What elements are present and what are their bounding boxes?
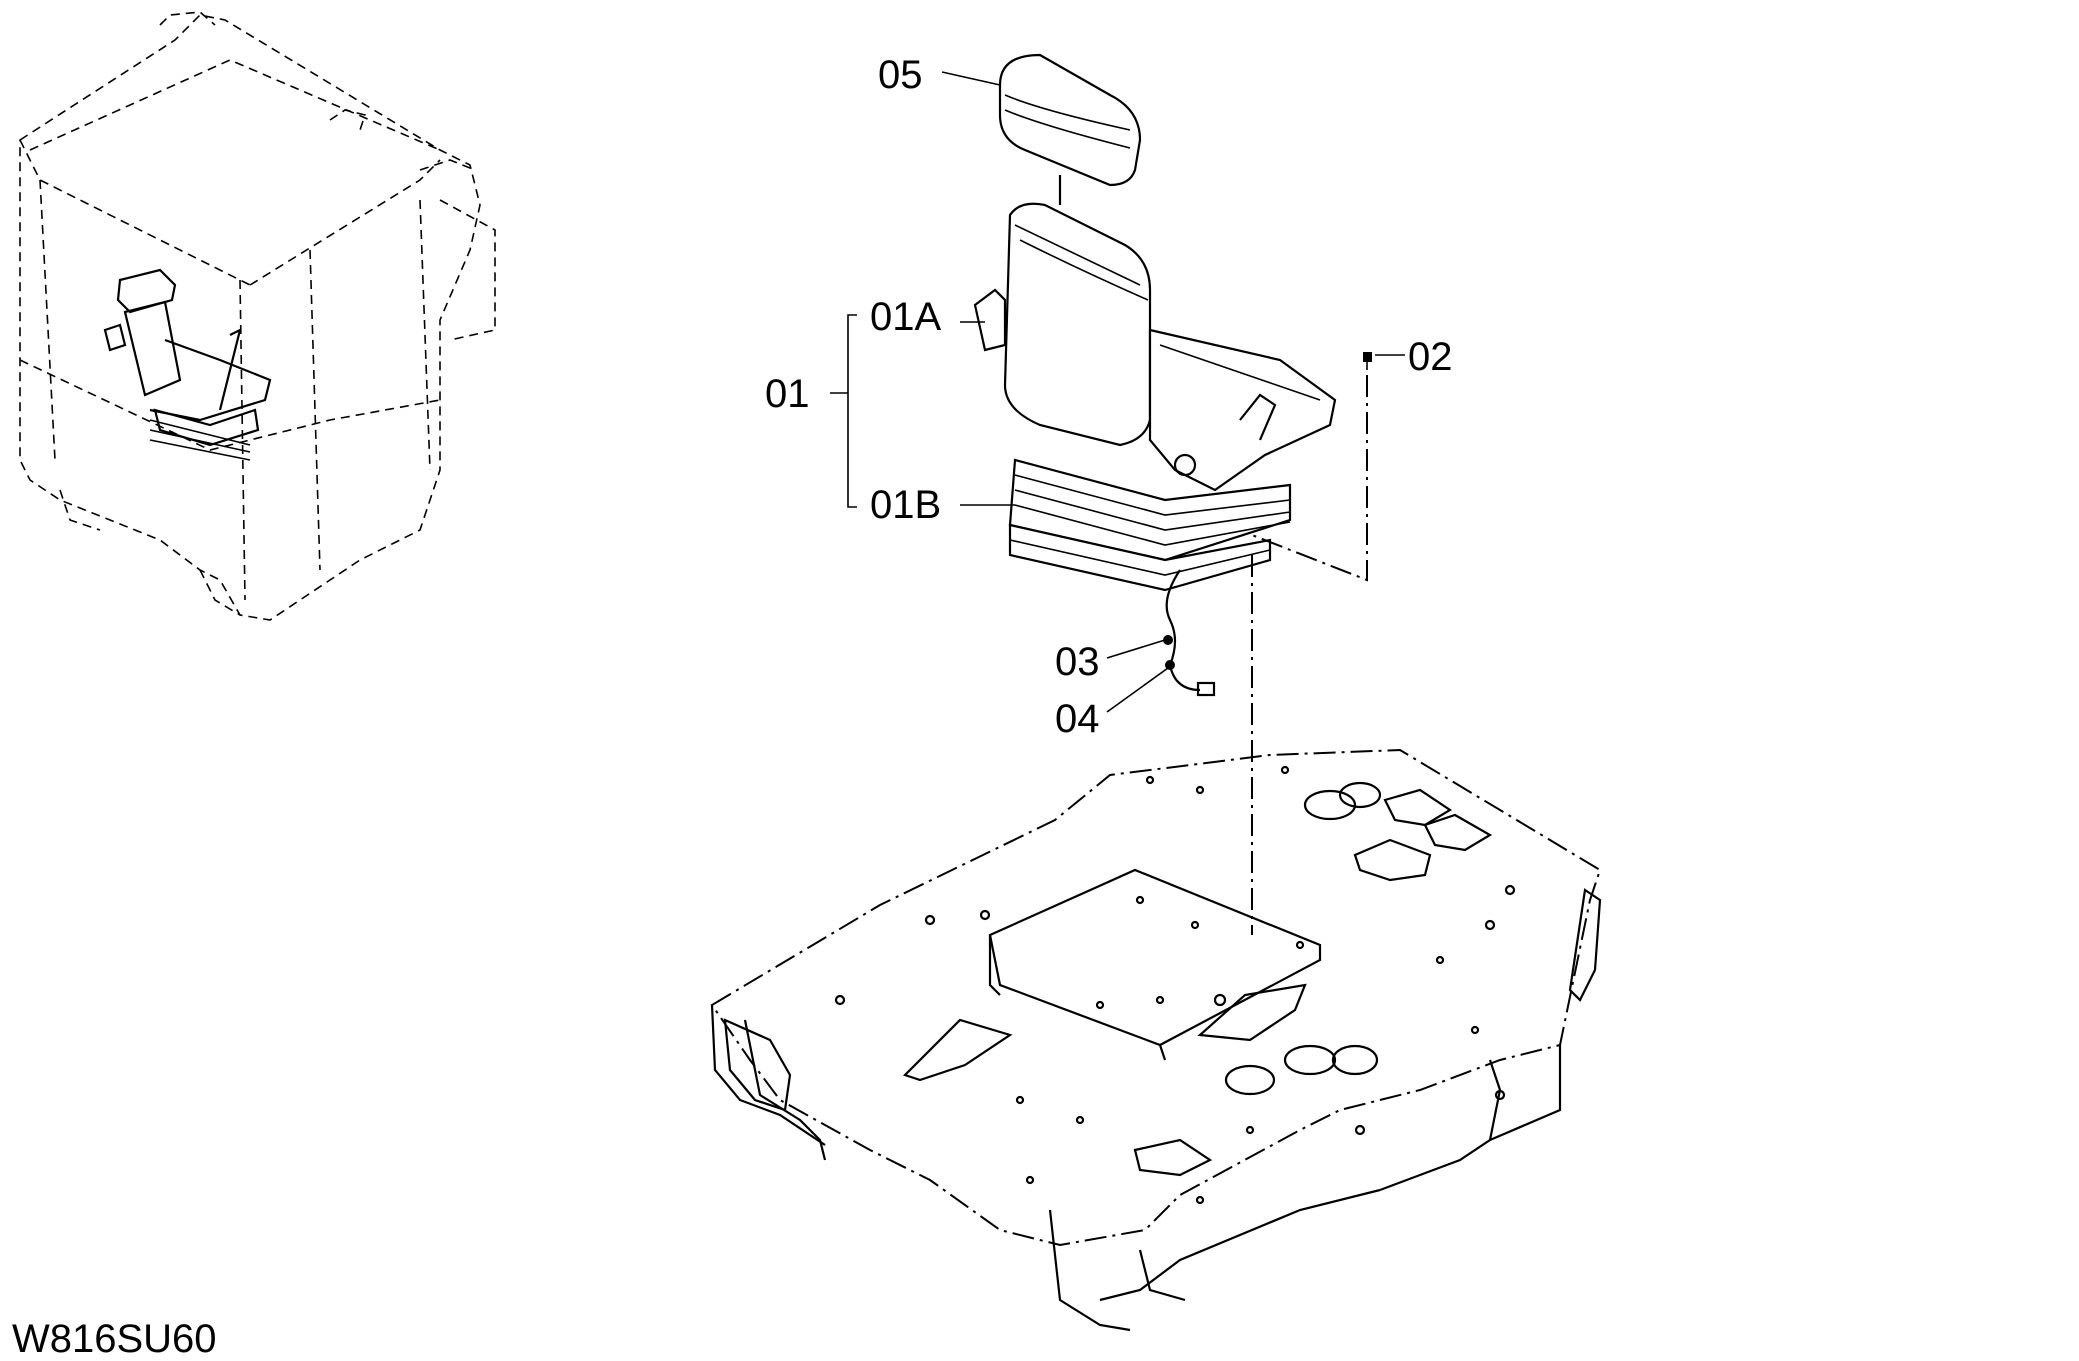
cab-seat-miniature bbox=[103, 268, 272, 461]
headrest-part bbox=[998, 53, 1142, 205]
bolt-part bbox=[1251, 352, 1372, 582]
callout-05: 05 bbox=[878, 53, 923, 97]
seat-assembly bbox=[973, 202, 1337, 697]
callout-leaders bbox=[830, 71, 1405, 713]
callout-01b: 01B bbox=[870, 483, 941, 527]
callout-01a: 01A bbox=[870, 295, 941, 339]
cab-reference-view bbox=[19, 11, 496, 621]
callout-02: 02 bbox=[1408, 335, 1453, 379]
callout-03: 03 bbox=[1055, 640, 1100, 684]
callout-04: 04 bbox=[1055, 697, 1100, 741]
floor-holes bbox=[834, 765, 1516, 1205]
cab-floor-plate bbox=[710, 748, 1602, 1332]
callout-01: 01 bbox=[765, 372, 810, 416]
drawing-code: W816SU60 bbox=[12, 1317, 217, 1361]
